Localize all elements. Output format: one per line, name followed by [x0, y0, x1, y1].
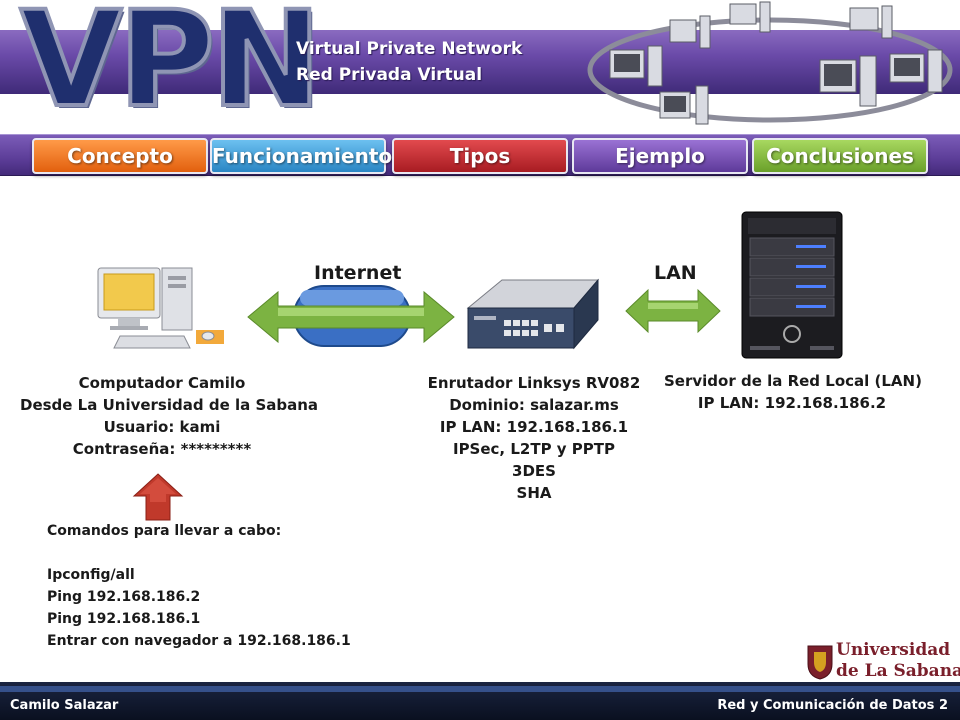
command-item: Entrar con navegador a 192.168.186.1 [47, 633, 351, 649]
router-info-line: IPSec, L2TP y PPTP [452, 440, 616, 458]
internet-label: Internet [314, 262, 402, 284]
tab-ejemplo[interactable]: Ejemplo [572, 138, 748, 174]
router-info-line: SHA [516, 484, 552, 502]
server-info: Servidor de la Red Local (LAN) IP LAN: 1… [664, 370, 922, 414]
university-line2: de La Sabana [836, 661, 960, 681]
computer-info: Computador Camilo Desde La Universidad d… [20, 372, 319, 460]
internet-connection-arrow [247, 285, 455, 347]
header-subtitles: Virtual Private Network Red Privada Virt… [296, 36, 522, 88]
computer-info-line: Computador Camilo [78, 374, 246, 392]
command-item: Ping 192.168.186.1 [47, 611, 201, 627]
desktop-computer-icon [97, 267, 224, 349]
tab-funcionamiento[interactable]: Funcionamiento [210, 138, 392, 174]
server-icon [741, 211, 843, 359]
router-icon [466, 278, 600, 350]
subtitle-english: Virtual Private Network [296, 39, 523, 59]
university-line1: Universidad [836, 640, 951, 660]
router-info-line: Enrutador Linksys RV082 [427, 374, 641, 392]
commands-spacer [47, 542, 351, 564]
router-info-line: 3DES [512, 462, 556, 480]
commands-block: Comandos para llevar a cabo: Ipconfig/al… [47, 520, 351, 652]
footer-course: Red y Comunicación de Datos 2 [717, 698, 948, 713]
university-crest-icon [807, 645, 833, 680]
command-item: Ping 192.168.186.2 [47, 589, 201, 605]
university-name: Universidad de La Sabana [836, 640, 960, 682]
subtitle-spanish: Red Privada Virtual [296, 65, 483, 85]
tab-conclusiones[interactable]: Conclusiones [752, 138, 928, 174]
computer-info-line: Usuario: kami [103, 418, 221, 436]
up-arrow-icon [132, 473, 184, 521]
command-item: Ipconfig/all [47, 567, 135, 583]
computer-info-line: Contraseña: ********* [72, 440, 252, 458]
tab-concepto[interactable]: Concepto [32, 138, 208, 174]
server-info-line: IP LAN: 192.168.186.2 [697, 394, 887, 412]
computer-network-icon [587, 1, 953, 125]
router-info: Enrutador Linksys RV082 Dominio: salazar… [416, 372, 652, 504]
footer-band [0, 686, 960, 692]
vpn-logo: VPN [18, 0, 323, 137]
footer-author: Camilo Salazar [10, 698, 119, 713]
server-info-line: Servidor de la Red Local (LAN) [664, 372, 922, 390]
commands-title: Comandos para llevar a cabo: [47, 523, 282, 539]
lan-label: LAN [654, 262, 697, 284]
tab-tipos[interactable]: Tipos [392, 138, 568, 174]
computer-info-line: Desde La Universidad de la Sabana [20, 396, 319, 414]
router-info-line: IP LAN: 192.168.186.1 [439, 418, 629, 436]
router-info-line: Dominio: salazar.ms [449, 396, 619, 414]
header-band [0, 30, 960, 94]
lan-connection-arrow [625, 288, 721, 334]
